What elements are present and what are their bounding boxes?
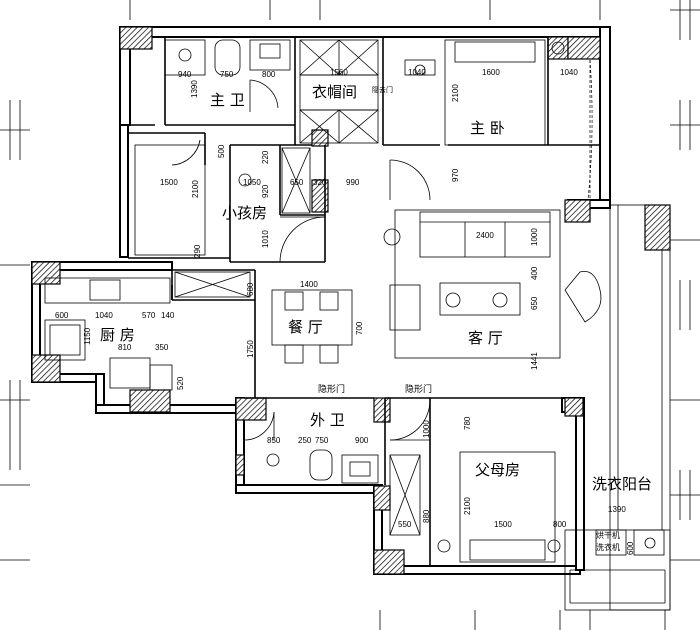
dim-940: 940 [178, 70, 192, 79]
label-sliding-door-2: 隐形门 [405, 383, 432, 395]
dim-680: 680 [246, 282, 255, 296]
room-kids: 小孩房 [222, 204, 267, 222]
dim-1390b: 1390 [608, 505, 626, 514]
dim-850: 850 [267, 436, 281, 445]
dim-250: 250 [298, 436, 312, 445]
dim-810: 810 [118, 343, 132, 352]
dim-990: 990 [346, 178, 360, 187]
room-kitchen: 厨 房 [100, 326, 135, 344]
furniture [44, 39, 665, 563]
dim-650: 650 [290, 178, 304, 187]
dim-1400: 1400 [300, 280, 318, 289]
dim-780: 780 [463, 416, 472, 430]
room-living: 客 厅 [468, 329, 503, 347]
doors [171, 79, 431, 441]
dim-800b: 800 [553, 520, 567, 529]
dim-880: 880 [422, 509, 431, 523]
dim-1000b: 1000 [422, 420, 431, 438]
dim-800a: 800 [262, 70, 276, 79]
room-master-bedroom: 主 卧 [470, 119, 505, 137]
dim-2400: 2400 [476, 231, 494, 240]
dim-1560: 1560 [330, 68, 348, 77]
dimensions: 940 750 800 1390 1560 1040 1600 1040 210… [55, 68, 635, 555]
dim-2100b: 2100 [191, 180, 200, 198]
dim-1600: 1600 [482, 68, 500, 77]
dim-1500a: 1500 [160, 178, 178, 187]
dim-1040b: 1040 [560, 68, 578, 77]
room-parents: 父母房 [475, 461, 520, 479]
dim-500: 500 [217, 144, 226, 158]
dim-920: 920 [261, 184, 270, 198]
room-cloakroom: 衣帽间 [312, 83, 357, 101]
dim-140: 140 [161, 311, 175, 320]
room-master-bath: 主 卫 [210, 91, 245, 109]
label-sliding-door-1: 隐形门 [318, 383, 345, 395]
dim-290: 290 [193, 244, 202, 258]
label-washer: 洗衣机 [596, 542, 620, 552]
dim-520: 520 [176, 376, 185, 390]
dim-2100c: 2100 [463, 497, 472, 515]
room-guest-bath: 外 卫 [310, 411, 345, 429]
dim-1750: 1750 [246, 340, 255, 358]
dim-2100a: 2100 [451, 84, 460, 102]
dim-750a: 750 [220, 70, 234, 79]
annotations: 隐形门 隐形门 隐去门 烘干机 洗衣机 [318, 85, 620, 552]
room-dining: 餐 厅 [288, 318, 323, 336]
room-labels: 主 卫 衣帽间 主 卧 小孩房 厨 房 餐 厅 客 厅 外 卫 父母房 洗衣阳台 [100, 83, 652, 493]
dim-570: 570 [142, 311, 156, 320]
dim-220: 220 [261, 150, 270, 164]
dim-750b: 750 [315, 436, 329, 445]
dim-600b: 600 [626, 541, 635, 555]
dim-1500b: 1500 [494, 520, 512, 529]
dim-1390: 1390 [190, 80, 199, 98]
outer-walls [31, 26, 671, 611]
structural-columns [31, 26, 671, 575]
dim-900: 900 [355, 436, 369, 445]
dim-650b: 650 [530, 296, 539, 310]
dim-550: 550 [398, 520, 412, 529]
dim-700: 700 [355, 321, 364, 335]
dim-400: 400 [530, 266, 539, 280]
dim-1040c: 1040 [95, 311, 113, 320]
dim-1040a: 1040 [408, 68, 426, 77]
dim-1050: 1050 [243, 178, 261, 187]
dim-1441: 1441 [530, 352, 539, 370]
label-hidden-door: 隐去门 [372, 85, 393, 94]
dim-970: 970 [451, 168, 460, 182]
interior-walls [128, 37, 600, 566]
room-laundry-balcony: 洗衣阳台 [592, 475, 652, 493]
dim-1000a: 1000 [530, 228, 539, 246]
dim-600a: 600 [55, 311, 69, 320]
label-dryer: 烘干机 [596, 530, 620, 540]
dim-1150: 1150 [83, 327, 92, 345]
dim-320: 320 [313, 178, 327, 187]
dim-1010: 1010 [261, 230, 270, 248]
dim-350: 350 [155, 343, 169, 352]
